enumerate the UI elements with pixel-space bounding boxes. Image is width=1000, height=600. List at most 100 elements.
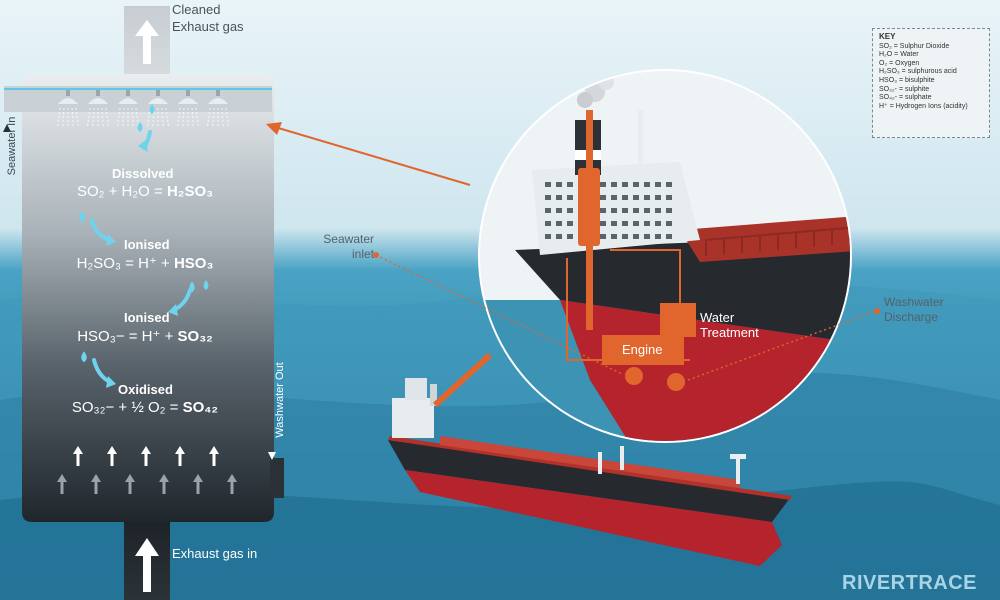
gas-flow-arrows [57, 446, 237, 494]
up-arrow-icon [135, 538, 159, 592]
water-drop-icon [203, 280, 209, 290]
ship-funnel [430, 384, 437, 406]
step-2-product: HSO₃ [173, 255, 214, 272]
spray-nozzle-icon [87, 90, 109, 127]
water-drop-icon [81, 351, 87, 363]
washwater-outlet-duct [270, 458, 284, 498]
callout-connector [432, 352, 493, 408]
key-item: O₂ = Oxygen [879, 59, 920, 67]
zoom-hull-black [515, 235, 850, 345]
engine-block [602, 335, 684, 365]
seawater-in-label: Seawater In [6, 116, 18, 176]
up-arrow-icon [135, 20, 159, 64]
seawater-inlet-label-line1: Seawater [323, 232, 374, 246]
seawater-spray-manifold [4, 86, 272, 112]
up-arrow-icon [107, 446, 117, 466]
spray-nozzle-row [57, 90, 229, 127]
spray-nozzle-icon [207, 90, 229, 127]
chemical-key: KEY SO₂ = Sulphur Dioxide H₂O = Water O₂… [872, 28, 990, 138]
zoom-deck [680, 215, 850, 262]
step-4-label: Oxidised [118, 382, 173, 397]
washwater-out-label: Washwater Out [274, 362, 286, 438]
step-2-reactants: H₂SO₃ = H⁺ + [76, 255, 174, 272]
key-item: H₂O = Water [879, 51, 919, 59]
spray-nozzle-icon [57, 90, 79, 127]
step-3-product: SO₃₂ [177, 328, 213, 345]
step-2-label: Ionised [124, 237, 170, 252]
ship-cargo-deck [440, 436, 740, 488]
callout-arrow [266, 122, 471, 186]
onboard-scrubber [578, 168, 600, 246]
washwater-discharge-leader [687, 310, 877, 381]
water-drop-group [79, 104, 209, 388]
ship-hull-lower [405, 470, 782, 566]
spray-nozzle-icon [117, 90, 139, 127]
step-1-reactants: SO₂ + H₂O = [76, 183, 167, 200]
step-4-equation: SO₃₂− + ½ O₂ = SO₄₂ [30, 399, 260, 416]
water-drop-icon [149, 104, 155, 114]
key-item: SO₃₂- = sulphite [879, 85, 930, 93]
discharge-pump [665, 371, 687, 393]
key-item: SO₂ = Sulphur Dioxide [879, 42, 950, 50]
up-arrow-icon [91, 474, 101, 494]
up-arrow-icon [141, 446, 151, 466]
arrow-head [106, 234, 116, 246]
ship-mast [620, 446, 624, 470]
up-arrow-icon [125, 474, 135, 494]
water-treatment-unit [660, 303, 696, 337]
step-2-equation: H₂SO₃ = H⁺ + HSO₃ [30, 254, 260, 272]
up-arrow-icon [227, 474, 237, 494]
key-title: KEY [879, 32, 896, 41]
ship-mast [598, 452, 602, 474]
tanker-ship [388, 352, 792, 566]
key-item: H₂SO₃ = sulphurous acid [879, 68, 957, 76]
smoke-puff [577, 92, 593, 108]
washwater-line [610, 249, 681, 305]
step-1-product: H₂SO₃ [166, 183, 214, 200]
down-arrow-icon [268, 452, 276, 460]
engine-label: Engine [622, 342, 663, 357]
exhaust-gas-in-label: Exhaust gas in [172, 546, 258, 561]
up-arrow-icon [73, 446, 83, 466]
ship-superstructure [392, 398, 434, 438]
up-arrow-icon [159, 474, 169, 494]
up-arrow-icon [175, 446, 185, 466]
cleaned-exhaust-label-line2: Exhaust gas [172, 19, 244, 34]
water-treatment-label-line1: Water [700, 310, 735, 325]
seawater-inlet-label-line2: inlet [351, 247, 374, 261]
step-3-reactants: HSO₃− = H⁺ + [77, 328, 178, 345]
water-drop-icon [137, 122, 143, 132]
washwater-discharge-marker [874, 308, 880, 314]
up-arrow-icon [3, 124, 11, 132]
step-3-label: Ionised [124, 310, 170, 325]
step-1-equation: SO₂ + H₂O = H₂SO₃ [30, 183, 260, 200]
arrow-head [138, 140, 148, 152]
ship-mast-top [730, 454, 746, 459]
cleaned-exhaust-label-line1: Cleaned [172, 2, 221, 17]
zoom-circle [480, 71, 850, 441]
scrubber-tower [3, 6, 284, 600]
up-arrow-icon [57, 474, 67, 494]
step-4-reactants: SO₃₂− + ½ O₂ = [71, 399, 183, 416]
zoom-mast [638, 110, 643, 166]
step-3-equation: HSO₃− = H⁺ + SO₃₂ [30, 327, 260, 345]
brand-logo: RIVERTRACE [842, 572, 978, 594]
key-item: HSO₃ = bisulphite [879, 76, 935, 84]
arrow-head [168, 304, 178, 316]
ship-mast [736, 458, 740, 484]
scrubber-system-overlay [566, 110, 696, 393]
seawater-pump [623, 365, 645, 387]
water-drop-icon [79, 211, 85, 223]
key-item: H⁺ = Hydrogen Ions (acidity) [879, 102, 968, 110]
ship-bridge [405, 378, 427, 400]
seawater-inlet-leader [375, 254, 623, 375]
up-arrow-icon [209, 446, 219, 466]
scrubber-body [22, 74, 274, 522]
spray-nozzle-icon [177, 90, 199, 127]
step-4-product: SO₄₂ [182, 399, 219, 416]
seawater-inlet-marker [373, 252, 379, 258]
ship-hull-upper [388, 440, 790, 522]
washwater-discharge-label-line2: Discharge [884, 310, 939, 324]
key-item: SO₄₂- = sulphate [879, 94, 932, 102]
